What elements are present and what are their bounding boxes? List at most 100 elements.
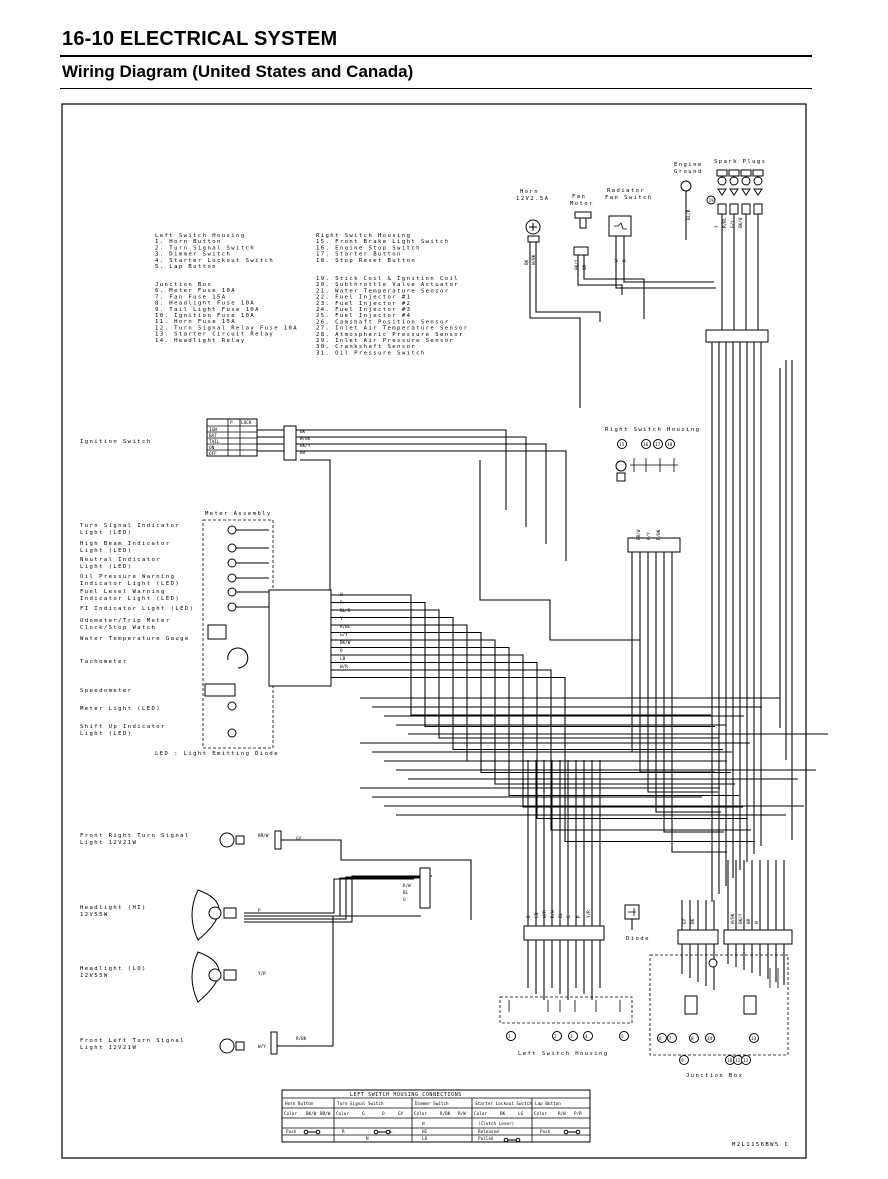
wire-code: Y/R	[586, 910, 592, 918]
ign-cell: IGN	[209, 427, 217, 433]
legend-line: 20. Subthrottle Valve Actuator	[316, 282, 459, 288]
wire	[479, 460, 640, 641]
plug-circle	[753, 176, 763, 186]
switch-node	[373, 1129, 379, 1135]
wire	[331, 646, 739, 797]
legend-line: 6. Meter Fuse 10A	[155, 288, 236, 294]
plug-circle	[717, 176, 727, 186]
diode: Diode	[624, 904, 648, 942]
table-cell: O	[382, 1111, 385, 1117]
table-header: Horn Button	[285, 1101, 314, 1107]
callout-number: 12	[743, 1058, 749, 1064]
wire-code: BK/Y	[300, 443, 311, 449]
legend-line: 25. Fuel Injector #4	[316, 313, 411, 319]
callout-number: 18	[667, 442, 673, 448]
spark-plug-icon	[728, 169, 740, 177]
wire	[331, 616, 723, 751]
svg-text:Meter Assembly: Meter Assembly	[205, 511, 272, 517]
switch-node	[503, 1137, 509, 1143]
legend-line: 12. Turn Signal Relay Fuse 10A	[155, 325, 298, 331]
wire-code: Y/R	[258, 971, 266, 977]
legend-line: 23. Fuel Injector #2	[316, 301, 411, 307]
svg-text:Front Right Turn Signal: Front Right Turn Signal	[80, 833, 190, 839]
wire	[331, 601, 715, 728]
ign-cell: ON	[209, 445, 215, 451]
svg-text:19: 19	[709, 198, 715, 204]
table-cell: Push	[540, 1129, 551, 1135]
plug-circle	[729, 176, 739, 186]
wire	[623, 236, 714, 283]
wire	[583, 255, 645, 319]
meter-item-label: Oil Pressure Warning	[80, 574, 175, 580]
svg-text:Shift Up Indicator: Shift Up Indicator	[80, 724, 166, 730]
wire-code: BR	[582, 264, 588, 270]
wire-code: BK/Y	[738, 913, 744, 924]
legend-line: 29. Inlet Air Pressure Sensor	[316, 338, 454, 344]
table-cell: BK	[500, 1111, 506, 1117]
wire-code: GY	[296, 836, 302, 842]
legend-line: 17. Starter Button	[316, 252, 402, 258]
meter-item-label: High Beam Indicator	[80, 541, 171, 547]
table-cell: HI	[422, 1129, 428, 1135]
meter-assembly: Meter Assembly Turn Signal IndicatorLigh…	[80, 511, 332, 757]
svg-text:Front Left Turn Signal: Front Left Turn Signal	[80, 1038, 185, 1044]
svg-text:Light (LED): Light (LED)	[80, 731, 132, 737]
switch-node	[303, 1129, 309, 1135]
wire-code: W	[754, 921, 760, 924]
wire	[647, 552, 718, 793]
diagram-code: M2L1156BW5 C	[732, 1142, 789, 1148]
header-rule-top	[60, 55, 812, 57]
callout-number: 4	[585, 1034, 588, 1040]
wire-code: R/BK	[296, 1036, 307, 1042]
wire-code: G/Y	[340, 632, 348, 638]
table-cell: L	[390, 1129, 393, 1135]
wire	[331, 631, 731, 774]
callout-circle	[583, 1031, 593, 1041]
wire-code: BR	[300, 450, 306, 456]
callout-number: 13	[751, 1036, 757, 1042]
svg-text:Spark Plugs: Spark Plugs	[714, 159, 766, 165]
wire-code: P	[258, 908, 261, 914]
headlight-connector	[419, 867, 431, 909]
wire	[331, 654, 743, 808]
wire	[535, 242, 601, 322]
legend-line: 5. Lap Button	[155, 264, 217, 270]
svg-text:Speedometer: Speedometer	[80, 688, 132, 694]
ign-cell: P	[230, 420, 233, 426]
table-header: Starter Lockout Switch	[475, 1101, 532, 1107]
coil-icon	[729, 203, 739, 215]
legend-line: 2. Turn Signal Switch	[155, 245, 255, 251]
meter-item-label: Indicator Light (LED)	[80, 596, 180, 602]
spark-plug-icon	[740, 169, 752, 177]
wire-code: W/R	[340, 664, 348, 670]
front-left-turn-signal: Front Left Turn Signal Light 12V21W	[80, 1031, 278, 1055]
callout-circle	[705, 1033, 715, 1043]
wire	[331, 669, 751, 831]
table-cell: R/W	[458, 1111, 466, 1117]
table-cell: G	[362, 1111, 365, 1117]
wire	[296, 443, 547, 544]
callout-number: 16	[643, 442, 649, 448]
ign-cell: LOCK	[241, 420, 252, 426]
table-cell: Color	[336, 1111, 349, 1117]
switch-node	[515, 1137, 521, 1143]
meter-connector	[268, 589, 332, 687]
spark-plugs: Spark Plugs 19	[706, 159, 766, 330]
legend-line: 24. Fuel Injector #3	[316, 307, 411, 313]
callout-number: 2	[554, 1034, 557, 1040]
wire	[296, 450, 567, 561]
meter-item-label: Light (LED)	[80, 530, 132, 536]
table-cell: Push	[286, 1129, 297, 1135]
table-cell: R	[342, 1129, 345, 1135]
legend-line: 4. Starter Lockout Switch	[155, 258, 274, 264]
legend-line: 22. Fuel Injector #1	[316, 295, 411, 301]
wire-code: R/BK	[656, 529, 662, 540]
svg-text:Headlight (HI): Headlight (HI)	[80, 905, 147, 911]
table-cell: (Clutch Lever)	[478, 1121, 514, 1127]
legend-line: 3. Dimmer Switch	[155, 252, 231, 258]
table-header: Turn Signal Switch	[337, 1101, 384, 1107]
table-title: LEFT SWITCH HOUSING CONNECTIONS	[350, 1092, 462, 1098]
